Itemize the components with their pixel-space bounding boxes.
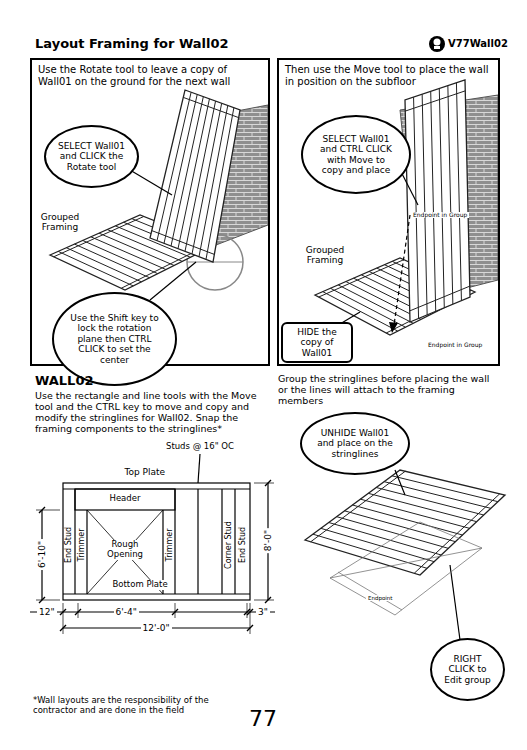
callout-text: Use the Shift key to lock the rotation p… bbox=[68, 313, 161, 365]
part-label: Top Plate bbox=[125, 467, 166, 477]
dimension: 6'-10" bbox=[38, 539, 47, 570]
part-label: Rough Opening bbox=[100, 540, 150, 560]
part-label: Header bbox=[110, 494, 141, 504]
instruction-text: Use the rectangle and line tools with th… bbox=[35, 391, 270, 435]
part-label: Trimmer bbox=[77, 528, 85, 561]
part-label: Bottom Plate bbox=[111, 580, 170, 590]
dimension: 8'-0" bbox=[264, 528, 273, 553]
dimension: 3" bbox=[256, 607, 270, 617]
callout-text: UNHIDE Wall01 and place on the stringlin… bbox=[315, 428, 396, 459]
dimension: 12'-0" bbox=[141, 623, 172, 633]
callout-text: RIGHT CLICK to Edit group bbox=[440, 654, 496, 685]
dimension: 12" bbox=[37, 607, 57, 617]
dimension: 6'-4" bbox=[114, 607, 139, 617]
part-label: Corner Stud bbox=[224, 521, 232, 569]
section-heading: WALL02 bbox=[35, 374, 93, 389]
wall-framing bbox=[405, 80, 470, 322]
part-label: Grouped Framing bbox=[298, 245, 353, 266]
callout-bubble: UNHIDE Wall01 and place on the stringlin… bbox=[300, 412, 410, 475]
callout-text: SELECT Wall01 and CTRL CLICK with Move t… bbox=[316, 134, 397, 175]
wall-framing bbox=[305, 470, 505, 575]
page-number: 77 bbox=[249, 706, 277, 731]
footnote: *Wall layouts are the responsibility of … bbox=[33, 696, 248, 716]
spacing-note: Studs @ 16" OC bbox=[164, 442, 236, 452]
part-label: Grouped Framing bbox=[34, 212, 86, 233]
wall-framing bbox=[150, 90, 240, 262]
callout-text: HIDE the copy of Wall01 bbox=[287, 327, 347, 358]
part-label: End Stud bbox=[65, 526, 73, 562]
callout-text: Use the Rotate tool to leave a copy of W… bbox=[32, 60, 268, 92]
snap-label: Endpoint in Group bbox=[426, 342, 484, 349]
page-title: Layout Framing for Wall02 bbox=[35, 37, 229, 52]
snap-label: Endpoint in Group bbox=[411, 212, 469, 219]
callout-bubble: Use the Shift key to lock the rotation p… bbox=[52, 292, 177, 386]
snap-label: Endpoint bbox=[366, 595, 394, 601]
part-label: Trimmer bbox=[165, 528, 173, 561]
wall-layout bbox=[30, 480, 275, 634]
callout-text: Then use the Move tool to place the wall… bbox=[279, 60, 498, 92]
logo-icon bbox=[429, 36, 445, 52]
instruction-text: Group the stringlines before placing the… bbox=[278, 374, 500, 407]
callout-box: HIDE the copy of Wall01 bbox=[281, 322, 353, 363]
callout-bubble: SELECT Wall01 and CTRL CLICK with Move t… bbox=[301, 115, 411, 194]
page-code: V77Wall02 bbox=[448, 38, 508, 50]
callout-text: SELECT Wall01 and CLICK the Rotate tool bbox=[57, 141, 127, 172]
part-label: End Stud bbox=[239, 526, 247, 562]
callout-bubble: SELECT Wall01 and CLICK the Rotate tool bbox=[44, 125, 139, 188]
callout-bubble: RIGHT CLICK to Edit group bbox=[430, 638, 505, 701]
